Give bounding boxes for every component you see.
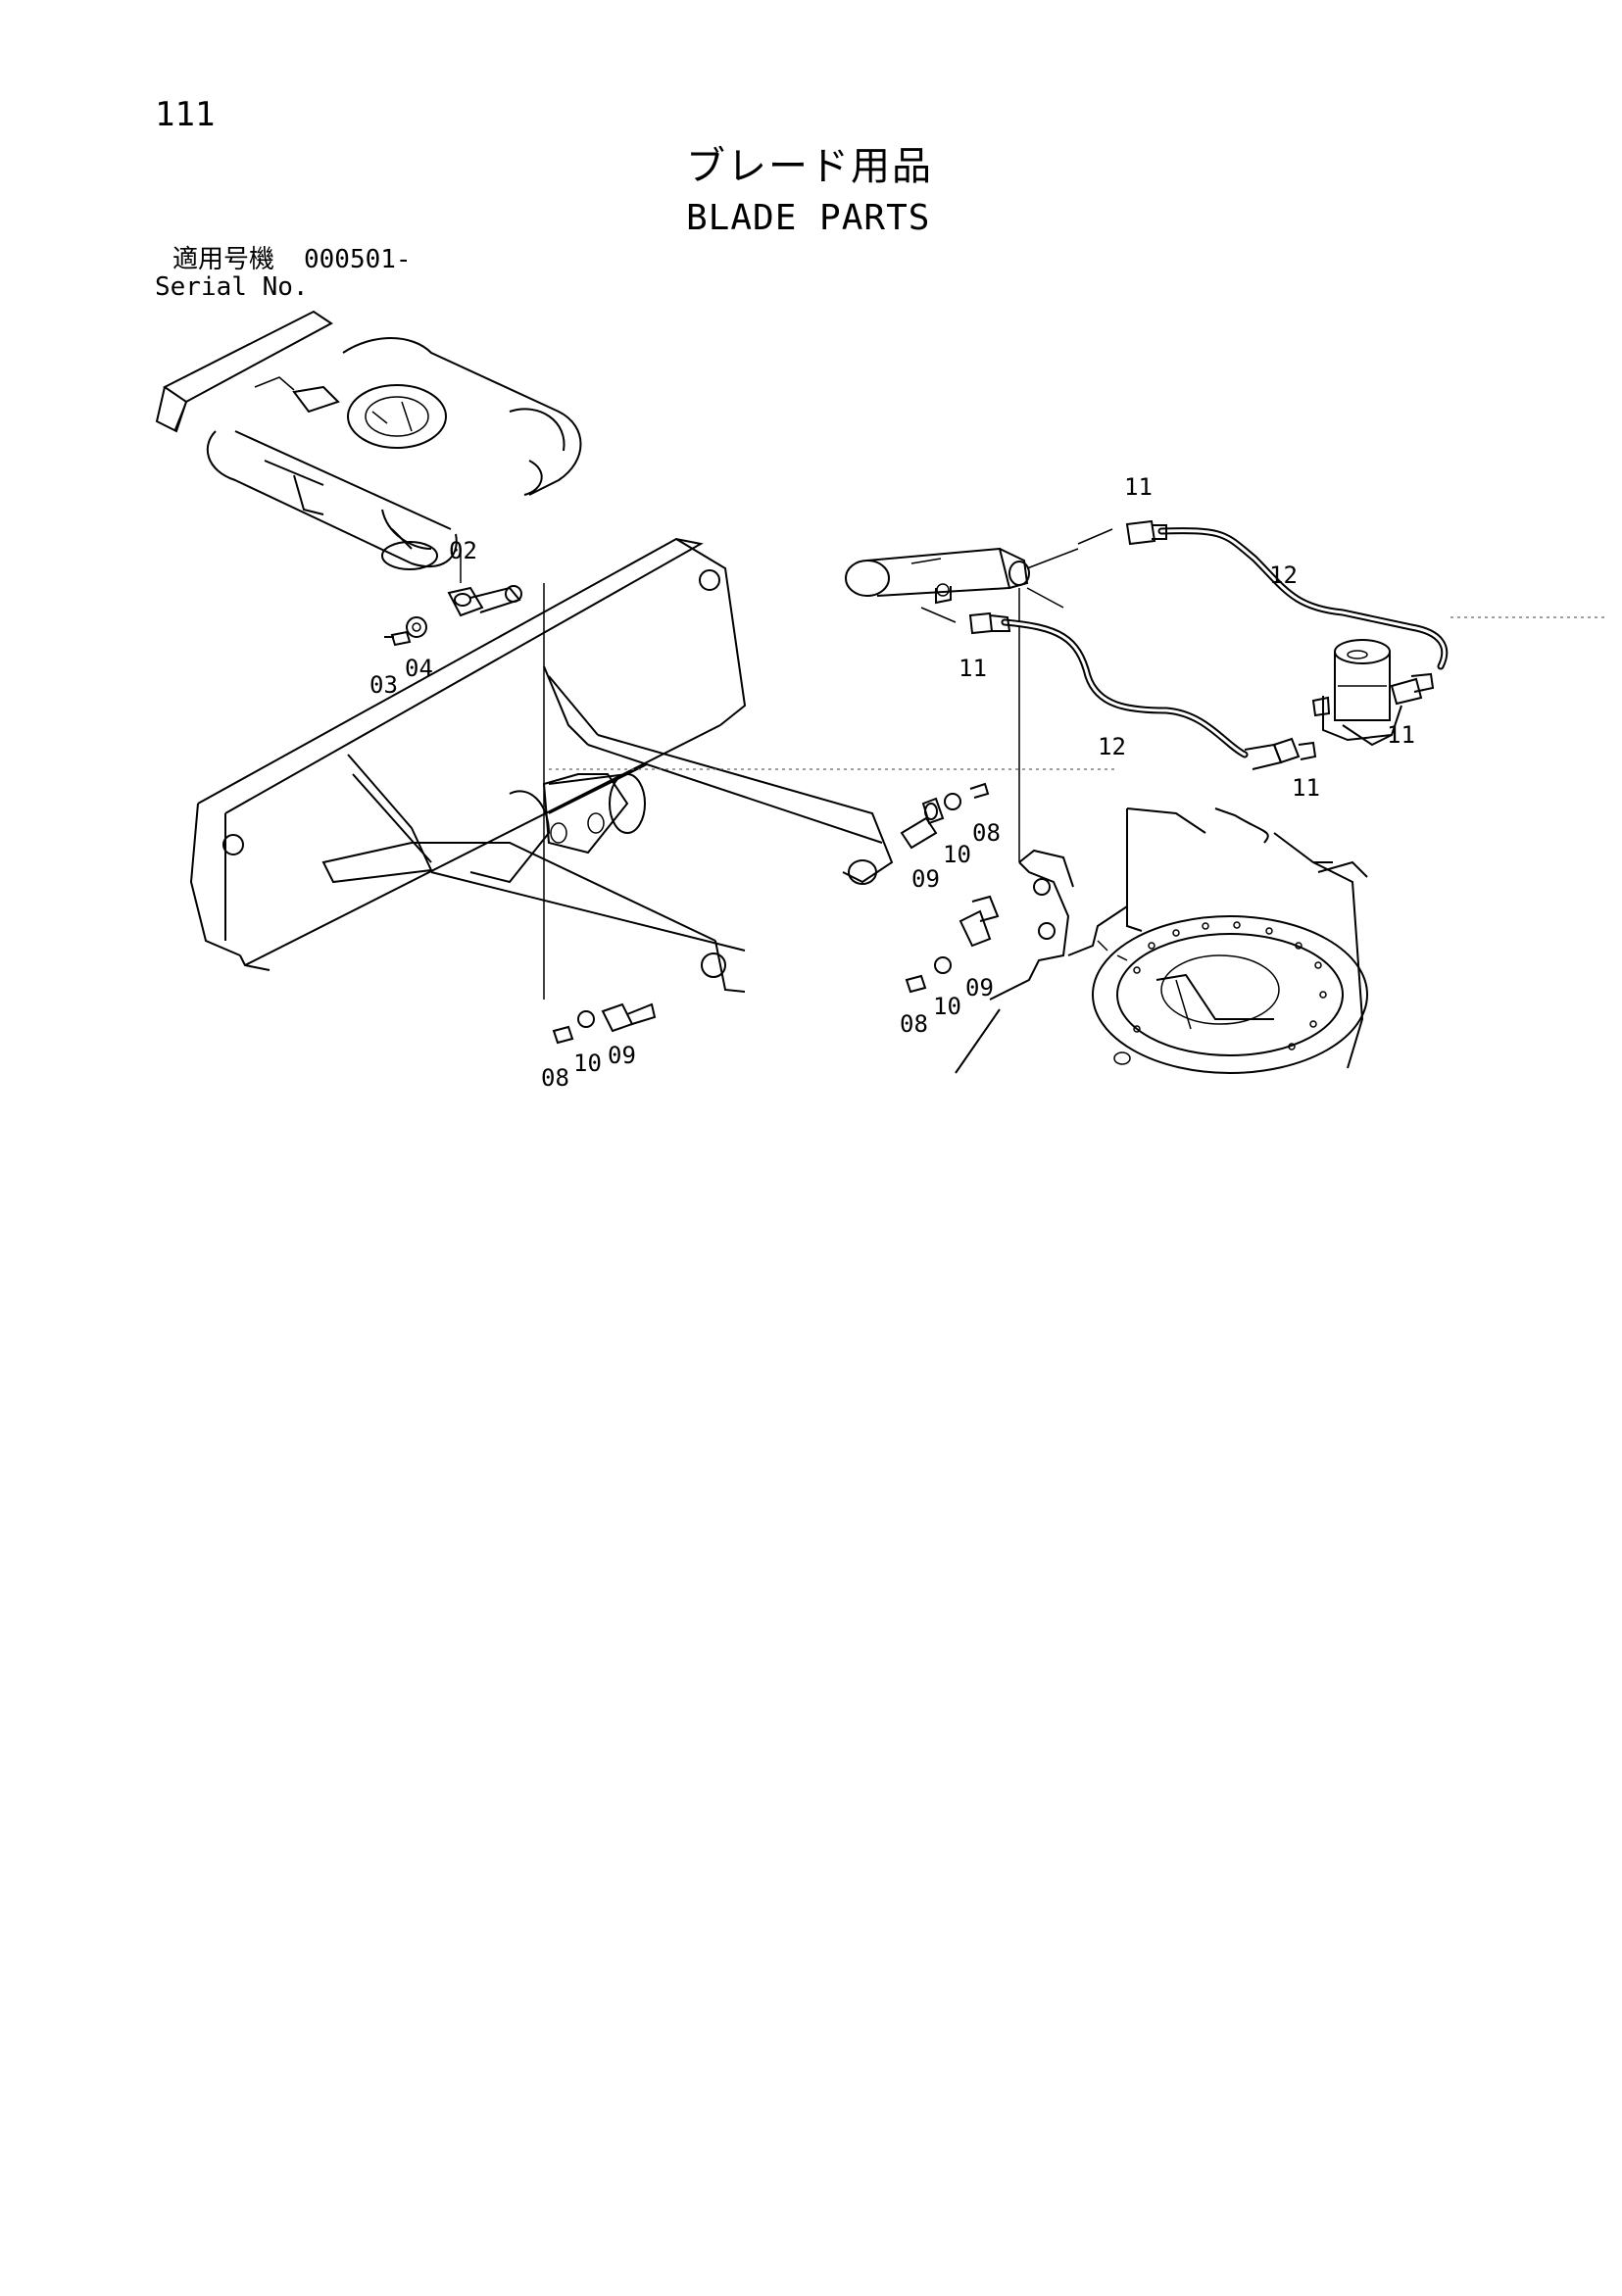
serial-label-japanese: 適用号機	[172, 245, 275, 274]
swing-frame-illustration	[955, 807, 1368, 1074]
page-number: 111	[155, 95, 216, 134]
callout-12-upper-hose: 12	[1269, 562, 1298, 589]
callout-02: 02	[449, 537, 477, 564]
callout-08-lower-center: 08	[541, 1064, 569, 1092]
callout-08-lower-right: 08	[900, 1010, 928, 1038]
blade-cylinder-illustration	[845, 528, 1113, 862]
callout-10-upper-right: 10	[943, 841, 971, 868]
callout-11-cylinder: 11	[958, 655, 987, 682]
callout-03: 03	[369, 671, 398, 699]
callout-labels: 02 03 04 08 09 10 08 09 10 08 09 10 11 1…	[369, 473, 1415, 1092]
callout-04: 04	[405, 655, 433, 682]
pin-set-lower-center-illustration	[552, 1002, 657, 1045]
leader-lines	[549, 616, 1607, 770]
pin-set-lower-right-illustration	[905, 895, 1000, 994]
hydraulic-hoses-illustration	[968, 519, 1449, 770]
callout-09-upper-right: 09	[911, 865, 940, 893]
undercarriage-overview-illustration	[155, 310, 582, 570]
page-title-english: BLADE PARTS	[686, 198, 931, 238]
blade-assembly-illustration	[189, 537, 894, 993]
callout-10-lower-right: 10	[933, 993, 961, 1020]
callout-09-lower-center: 09	[608, 1042, 636, 1069]
callout-11-lower-joint: 11	[1292, 774, 1320, 802]
callout-10-lower-center: 10	[573, 1050, 602, 1077]
serial-label-english: Serial No.	[155, 272, 309, 302]
pin-set-upper-right-illustration	[900, 782, 990, 850]
callout-11-right-joint: 11	[1387, 721, 1415, 749]
pin-plate-02-illustration	[384, 549, 545, 1000]
serial-number-value: 000501-	[304, 245, 412, 274]
callout-12-lower-hose: 12	[1098, 733, 1126, 760]
callout-11-top: 11	[1124, 473, 1153, 501]
callout-09-lower-right: 09	[965, 974, 994, 1001]
center-joint-illustration	[1311, 639, 1402, 747]
callout-08-upper-right: 08	[972, 819, 1001, 847]
page-title-japanese: ブレード用品	[686, 144, 933, 189]
